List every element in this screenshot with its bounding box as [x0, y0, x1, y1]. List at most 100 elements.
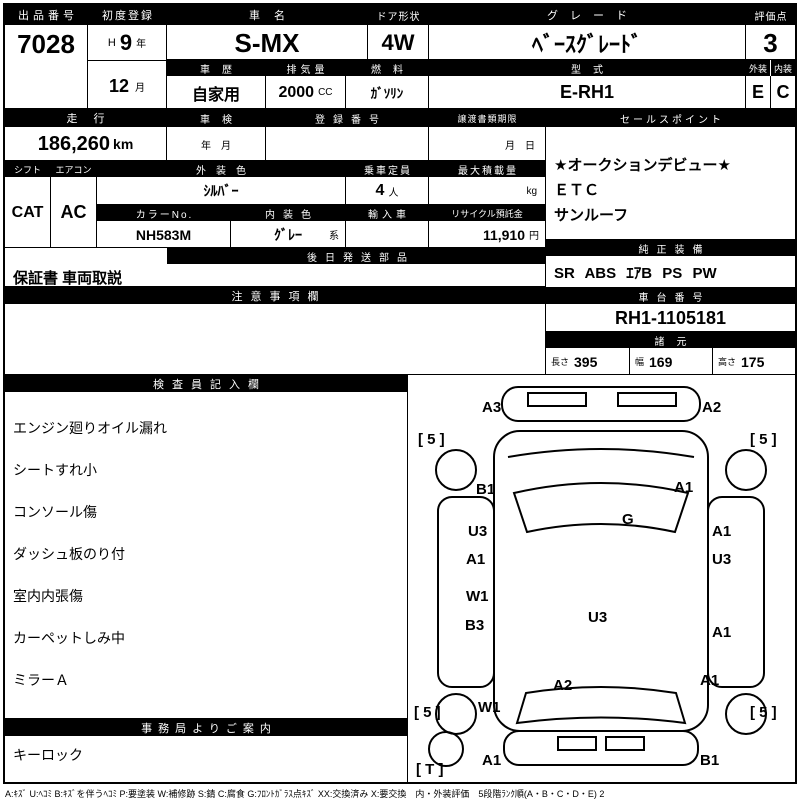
damage-code: A3 — [482, 399, 502, 416]
spec-width-label: 幅 — [635, 357, 645, 367]
first-reg-label: 初度登録 — [88, 5, 166, 25]
inspector-note-item: エンジン廻りオイル漏れ — [13, 420, 167, 436]
transfer-deadline-label: 譲渡書類期限 — [429, 109, 545, 127]
caution-block: 注意事項欄 — [4, 286, 546, 375]
recycle-deposit-label: リサイクル預託金 — [429, 205, 545, 221]
office-notice-block: 事務局よりご案内 キーロック — [4, 718, 408, 783]
model-code-label: 型式 — [429, 60, 745, 76]
first-reg-month: 12 — [108, 75, 130, 96]
first-reg-month-unit: 月 — [135, 82, 146, 94]
chassis-no-block: 車台番号 RH1-1105181 — [545, 287, 796, 332]
sales-point-item: ＥＴＣ — [554, 182, 600, 199]
door-shape-value: 4W — [381, 30, 415, 55]
import-block: 輸入車 — [345, 204, 429, 248]
inspection-block: 車検 年 月 — [166, 108, 266, 161]
sales-point-item: サンルーフ — [554, 207, 629, 224]
damage-code: U3 — [588, 609, 608, 626]
exterior-color-block: 外装色 ｼﾙﾊﾞｰ — [96, 160, 346, 205]
interior-color-suffix: 系 — [329, 231, 339, 242]
damage-code: A2 — [702, 399, 722, 416]
grade-block: グレード ﾍﾞｰｽｸﾞﾚｰﾄﾞ — [428, 4, 746, 60]
damage-code: A1 — [466, 551, 486, 568]
interior-label: 内装 — [771, 60, 795, 76]
shift-block: シフト CAT — [4, 160, 51, 248]
sales-points-label: セールスポイント — [546, 109, 795, 127]
damage-code: W1 — [478, 699, 501, 716]
damage-code: B1 — [700, 752, 720, 769]
color-no-block: カラーNo. NH583M — [96, 204, 231, 248]
grade-value: ﾍﾞｰｽｸﾞﾚｰﾄﾞ — [531, 32, 642, 57]
car-damage-diagram: A3 A2 [ 5 ] [ 5 ] B1 A1 U3 G A1 A1 U3 W1… — [407, 374, 796, 783]
damage-code: W1 — [466, 588, 489, 605]
transfer-deadline-block: 譲渡書類期限 月 日 — [428, 108, 546, 161]
exterior-label: 外装 — [746, 60, 771, 76]
car-name-label: 車名 — [167, 5, 367, 25]
first-reg-year-unit: 年 — [136, 39, 147, 50]
chassis-no-label: 車台番号 — [546, 288, 795, 304]
auction-no-label: 出品番号 — [5, 5, 87, 25]
fuel-value: ｶﾞｿﾘﾝ — [370, 86, 404, 101]
sales-point-item: ★オークションデビュー★ — [554, 157, 731, 174]
ext-int-rating-block: 外装 内装 E C — [745, 59, 796, 109]
fuel-label: 燃料 — [346, 60, 428, 76]
damage-code: B3 — [465, 617, 485, 634]
history-value: 自家用 — [191, 86, 240, 104]
spec-length-label: 長さ — [551, 357, 570, 367]
damage-code: A1 — [700, 672, 720, 689]
max-load-block: 最大積載量 kg — [428, 160, 546, 205]
first-reg-year: 9 — [119, 29, 133, 55]
tire-grade: [ 5 ] — [414, 704, 441, 721]
damage-code: A1 — [712, 523, 732, 540]
inspection-label: 車検 — [167, 109, 265, 127]
spec-width-value: 169 — [649, 353, 673, 370]
auction-no-value: 7028 — [17, 28, 75, 59]
grade-label: グレード — [429, 5, 745, 25]
office-notice-label: 事務局よりご案内 — [5, 719, 407, 736]
legend-text: A:ｷｽﾞ U:ﾍｺﾐ B:ｷｽﾞを伴うﾍｺﾐ P:要塗装 W:補修跡 S:錆 … — [5, 789, 605, 799]
inspector-note-item: 室内内張傷 — [13, 588, 83, 604]
capacity-label: 乗車定員 — [346, 161, 428, 177]
recycle-deposit-unit: 円 — [529, 231, 539, 242]
import-label: 輸入車 — [346, 205, 428, 221]
registration-no-label: 登録番号 — [266, 109, 428, 127]
spec-height-value: 175 — [741, 353, 765, 370]
shift-value: CAT — [11, 203, 44, 221]
car-name-block: 車名 S-MX — [166, 4, 368, 60]
history-block: 車歴 自家用 — [166, 59, 266, 109]
displacement-label: 排気量 — [266, 60, 345, 76]
door-shape-label: ドア形状 — [368, 5, 428, 25]
registration-no-value — [266, 127, 428, 161]
shift-label: シフト — [5, 161, 50, 177]
sales-points-block: セールスポイント ★オークションデビュー★ ＥＴＣ サンルーフ — [545, 108, 796, 240]
later-parts-value: 保証書 車両取説 — [13, 270, 123, 287]
equipment-label: 純正装備 — [546, 240, 795, 256]
inspection-value: 年 月 — [201, 140, 231, 152]
max-load-label: 最大積載量 — [429, 161, 545, 177]
interior-color-label: 内装色 — [231, 205, 345, 221]
damage-code: A1 — [674, 479, 694, 496]
rating-label: 評価点 — [746, 5, 795, 25]
fuel-block: 燃料 ｶﾞｿﾘﾝ — [345, 59, 429, 109]
exterior-color-value: ｼﾙﾊﾞｰ — [203, 183, 239, 199]
interior-rating-value: C — [776, 82, 790, 102]
specs-block: 諸元 長さ 395 幅 169 高さ 175 — [545, 331, 796, 375]
damage-code: A2 — [553, 677, 573, 694]
inspector-note-item: ミラーＡ — [13, 672, 69, 688]
rating-block: 評価点 3 — [745, 4, 796, 60]
first-registration-block: 初度登録 H 9 年 12 月 — [87, 4, 167, 109]
damage-code: A1 — [482, 752, 502, 769]
damage-code: U3 — [468, 523, 488, 540]
car-name-value: S-MX — [234, 27, 300, 58]
inspector-note-item: コンソール傷 — [13, 504, 97, 520]
inspector-notes-label: 検査員記入欄 — [5, 375, 407, 392]
auction-no-block: 出品番号 7028 — [4, 4, 88, 109]
equipment-block: 純正装備 SR ABS ｴｱB PS PW — [545, 239, 796, 288]
chassis-no-value: RH1-1105181 — [614, 307, 727, 328]
